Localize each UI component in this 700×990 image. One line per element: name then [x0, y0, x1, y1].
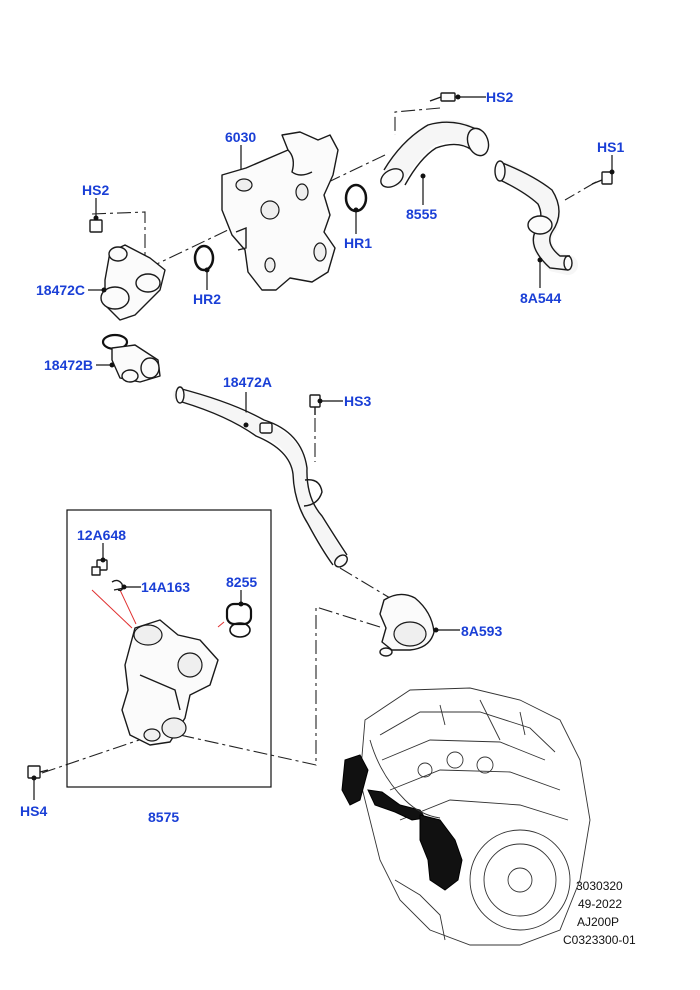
- thermostat-8575: [121, 619, 219, 746]
- bolt-hs3: [309, 394, 323, 415]
- callout-8575: 8575: [148, 809, 179, 825]
- engine-locator-illustration: [341, 687, 591, 946]
- seal-8255: [225, 601, 253, 638]
- pipe-8a544: [494, 160, 578, 275]
- callout-hs2-left: HS2: [82, 182, 109, 198]
- reference-line-4: C0323300-01: [563, 933, 636, 947]
- housing-18472c: [100, 244, 166, 321]
- bolt-hs4: [27, 765, 49, 781]
- leader-lines: [33, 96, 613, 800]
- housing-18472b: [101, 333, 161, 383]
- callout-8555: 8555: [406, 206, 437, 222]
- callout-12a648: 12A648: [77, 527, 126, 543]
- bolt-hs2-top: [429, 92, 461, 102]
- callout-hs3: HS3: [344, 393, 371, 409]
- clip-14a163: [111, 579, 127, 592]
- callout-18472a: 18472A: [223, 374, 272, 390]
- callout-hr1: HR1: [344, 235, 372, 251]
- ring-hr1: [344, 183, 368, 213]
- callout-8a544: 8A544: [520, 290, 561, 306]
- bracket-6030: [221, 131, 339, 291]
- callout-hr2: HR2: [193, 291, 221, 307]
- reference-block: 3030320 49-2022 AJ200P C0323300-01: [563, 879, 636, 947]
- hose-8555: [380, 120, 490, 188]
- callout-18472c: 18472C: [36, 282, 85, 298]
- bolt-hs2-left: [89, 215, 103, 233]
- pipe-18472a: [173, 386, 348, 568]
- reference-line-1: 3030320: [576, 879, 623, 893]
- callout-labels: HS2 HS1 6030 8555 HR1 HS2 HR2 8A544 1847…: [20, 89, 624, 825]
- reference-line-2: 49-2022: [578, 897, 622, 911]
- sensor-12a648: [91, 557, 108, 576]
- callout-6030: 6030: [225, 129, 256, 145]
- ring-hr2: [193, 244, 215, 273]
- callout-8255: 8255: [226, 574, 257, 590]
- callout-hs2-top: HS2: [486, 89, 513, 105]
- bolt-hs1: [591, 169, 615, 185]
- callout-hs4: HS4: [20, 803, 47, 819]
- elbow-8a593: [379, 593, 439, 657]
- callout-14a163: 14A163: [141, 579, 190, 595]
- callout-18472b: 18472B: [44, 357, 93, 373]
- callout-hs1: HS1: [597, 139, 624, 155]
- reference-line-3: AJ200P: [577, 915, 619, 929]
- thermostat-assembly-frame: [66, 509, 272, 788]
- callout-8a593: 8A593: [461, 623, 502, 639]
